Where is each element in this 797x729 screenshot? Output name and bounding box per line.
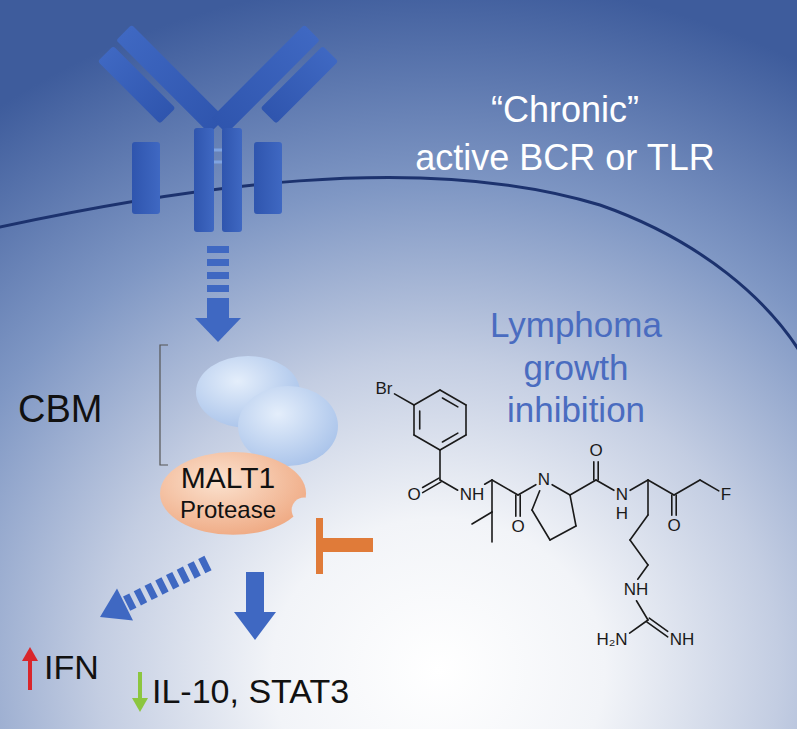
cbm-bracket xyxy=(160,345,168,465)
malt1-protein: MALT1Protease xyxy=(160,452,306,535)
atom-label: NH xyxy=(624,580,649,600)
atom-label: NH xyxy=(670,630,695,650)
chemical-bond xyxy=(440,435,466,450)
chemical-bond xyxy=(675,495,677,515)
chemical-bond xyxy=(442,398,457,407)
chemical-bond xyxy=(414,390,440,405)
chemical-bond xyxy=(465,405,467,435)
chemical-bond xyxy=(671,495,673,515)
chemical-bond xyxy=(532,491,540,510)
il10-arrow xyxy=(234,572,276,640)
chemical-bond xyxy=(700,480,719,491)
chemical-bond xyxy=(674,480,700,495)
chemical-bond xyxy=(442,433,457,442)
chemical-bond xyxy=(515,495,517,516)
chemical-bond xyxy=(413,405,415,435)
chemical-bond xyxy=(395,394,415,405)
cytokine-text: IFN xyxy=(44,648,99,687)
chemical-bond xyxy=(532,510,550,540)
chemical-bond xyxy=(647,622,668,637)
chemical-bond xyxy=(552,485,570,495)
chemical-bond xyxy=(593,462,595,480)
domain-name: Protease xyxy=(180,496,276,525)
chemical-bond xyxy=(472,512,492,524)
chemical-bond xyxy=(423,482,441,493)
atom-label: H xyxy=(616,504,628,524)
chemical-bond xyxy=(485,480,492,484)
cbm-complex xyxy=(196,356,338,466)
outcome-text: Lymphoma growth inhibition xyxy=(490,304,662,432)
atom-label: O xyxy=(511,517,524,537)
chemical-bond xyxy=(492,480,518,495)
chemical-bond xyxy=(491,480,493,512)
chemical-bond xyxy=(519,495,521,516)
chemical-bond xyxy=(440,480,458,490)
atom-label: NH xyxy=(460,485,485,505)
chemical-bond xyxy=(423,478,439,487)
chemical-bond xyxy=(440,390,466,405)
complex-name: CBM xyxy=(18,388,102,432)
inhibition-bar xyxy=(316,518,373,574)
up-arrow xyxy=(22,647,38,690)
chemical-bond xyxy=(630,540,648,565)
title-text: “Chronic” xyxy=(491,89,639,130)
chemical-bond xyxy=(597,462,599,480)
atom-label: N xyxy=(616,485,628,505)
chemical-bond xyxy=(550,526,576,540)
atom-label: N xyxy=(538,470,550,490)
chemical-bond xyxy=(518,485,536,495)
chemical-bond xyxy=(630,480,648,490)
chemical-bond xyxy=(630,620,648,633)
atom-label: O xyxy=(407,485,420,505)
chemical-bond xyxy=(439,450,441,480)
atom-label: H₂N xyxy=(596,630,627,650)
chemical-bond xyxy=(636,601,648,620)
chemical-bond xyxy=(414,435,440,450)
chemical-bond xyxy=(648,480,674,495)
antibody xyxy=(96,25,339,232)
atom-label: O xyxy=(667,516,680,536)
chemical-bond xyxy=(596,480,614,490)
cell-membrane xyxy=(0,178,797,360)
protein-name: MALT1 xyxy=(180,460,276,496)
atom-label: Br xyxy=(376,379,393,399)
cytokine-text: IL-10, STAT3 xyxy=(152,672,349,711)
down-arrow xyxy=(132,672,148,712)
chemical-bond xyxy=(491,512,493,542)
chemical-bond xyxy=(630,515,648,540)
atom-label: O xyxy=(589,441,602,461)
chemical-bond xyxy=(570,495,576,526)
chemical-bond xyxy=(570,480,596,495)
signal-arrow xyxy=(195,246,241,342)
title-text: active BCR or TLR xyxy=(415,137,714,178)
ifn-arrow xyxy=(100,563,208,621)
chemical-bond xyxy=(638,565,648,579)
chemical-bond xyxy=(419,411,421,429)
atom-label: F xyxy=(721,485,731,505)
chemical-bond xyxy=(647,480,649,515)
